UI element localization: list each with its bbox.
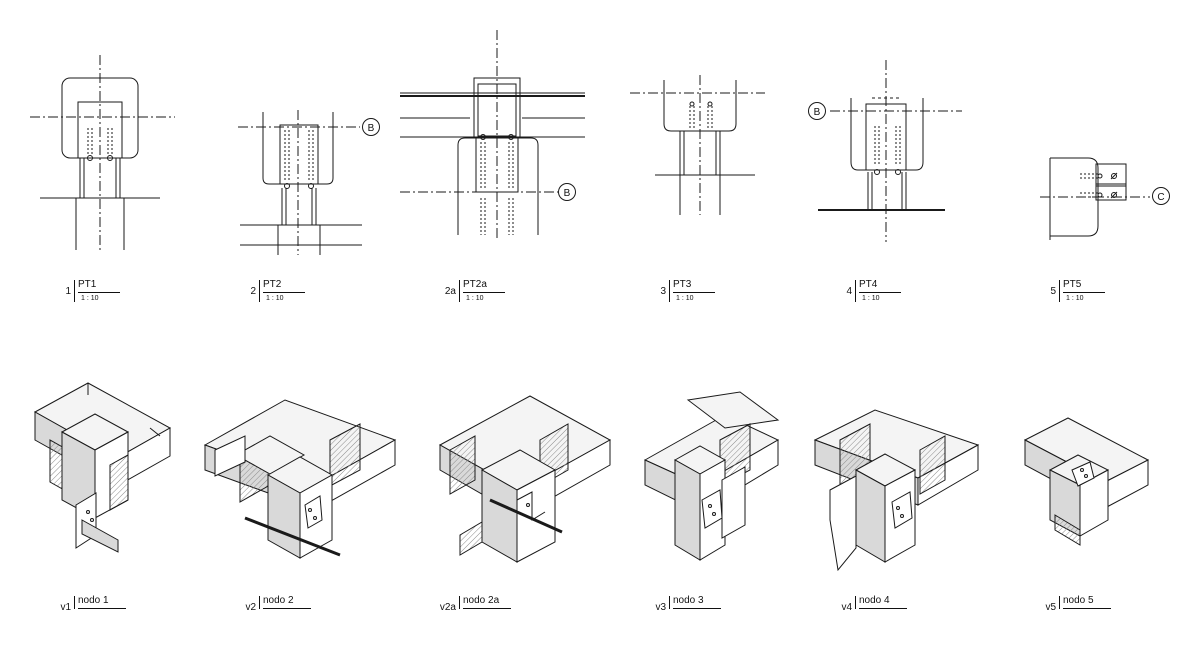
plan-name: PT2 — [263, 280, 305, 293]
view-name: nodo 2a — [463, 596, 511, 609]
plan-number: 1 — [65, 286, 71, 297]
plan-scale: 1 : 10 — [1066, 295, 1084, 302]
view-label: v5 nodo 5 — [1045, 596, 1111, 613]
plan-pt2a — [400, 30, 585, 240]
section-marker-b — [363, 119, 380, 136]
section-marker-label: C — [1157, 192, 1164, 203]
plan-pt4 — [818, 60, 962, 242]
plan-number: 2 — [250, 286, 256, 297]
section-markers — [363, 103, 1170, 205]
plan-number: 3 — [660, 286, 666, 297]
iso-view-nodo-2 — [205, 400, 395, 558]
plan-scale: 1 : 10 — [676, 295, 694, 302]
section-marker-b — [559, 184, 576, 201]
plan-pt1 — [30, 55, 175, 250]
iso-view-nodo-2a — [440, 396, 610, 562]
view-name: nodo 5 — [1063, 596, 1111, 609]
plan-label: 3 PT3 1 : 10 — [660, 280, 715, 302]
view-label: v3 nodo 3 — [655, 596, 721, 613]
section-marker-label: B — [368, 123, 375, 134]
plan-scale: 1 : 10 — [266, 295, 284, 302]
view-number: v3 — [655, 602, 666, 613]
plan-name: PT1 — [78, 280, 120, 293]
view-number: v4 — [841, 602, 852, 613]
view-number: v1 — [60, 602, 71, 613]
section-marker-c — [1153, 188, 1170, 205]
view-name: nodo 4 — [859, 596, 907, 609]
plan-name: PT3 — [673, 280, 715, 293]
plan-pt3 — [630, 75, 765, 215]
plan-name: PT5 — [1063, 280, 1105, 293]
view-label: v2 nodo 2 — [245, 596, 311, 613]
view-name: nodo 3 — [673, 596, 721, 609]
iso-view-nodo-4 — [815, 410, 978, 570]
plan-pt2 — [238, 110, 362, 255]
plan-scale: 1 : 10 — [466, 295, 484, 302]
view-number: v2 — [245, 602, 256, 613]
plan-name: PT4 — [859, 280, 901, 293]
plan-number: 5 — [1050, 286, 1056, 297]
view-number: v5 — [1045, 602, 1056, 613]
section-marker-label: B — [814, 107, 821, 118]
view-number: v2a — [439, 602, 456, 613]
view-label: v1 nodo 1 — [60, 596, 126, 613]
plan-number: 2a — [444, 286, 456, 297]
iso-view-nodo-1 — [35, 383, 170, 552]
plan-label: 2 PT2 1 : 10 — [250, 280, 305, 302]
plan-label: 4 PT4 1 : 10 — [846, 280, 901, 302]
plan-scale: 1 : 10 — [862, 295, 880, 302]
iso-view-nodo-3 — [645, 392, 778, 560]
iso-view-nodo-5 — [1025, 418, 1148, 545]
view-name: nodo 2 — [263, 596, 311, 609]
plan-label: 1 PT1 1 : 10 — [65, 280, 120, 302]
plan-name: PT2a — [463, 280, 505, 293]
plan-number: 4 — [846, 286, 852, 297]
view-name: nodo 1 — [78, 596, 126, 609]
section-marker-b — [809, 103, 826, 120]
section-marker-label: B — [564, 188, 571, 199]
plan-scale: 1 : 10 — [81, 295, 99, 302]
plan-pt5 — [1040, 158, 1150, 240]
view-label: v2a nodo 2a — [440, 596, 511, 613]
plan-label: 5 PT5 1 : 10 — [1050, 280, 1105, 302]
plan-label: 2a PT2a 1 : 10 — [445, 280, 505, 302]
view-label: v4 nodo 4 — [841, 596, 907, 613]
